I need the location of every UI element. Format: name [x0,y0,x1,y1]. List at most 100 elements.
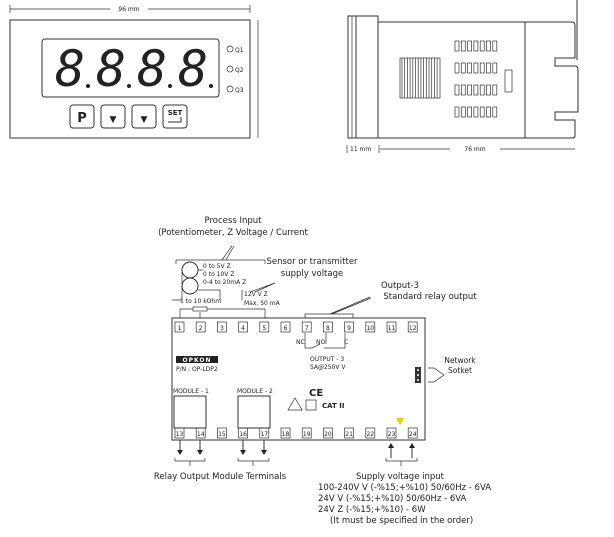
potentiometer-label: 1 to 10 kOhm [180,298,221,305]
svg-text:14: 14 [197,431,205,438]
terminal [386,427,397,439]
display-window [41,38,220,98]
svg-text:19: 19 [303,431,311,438]
terminal [344,427,354,439]
display-digit: 8 [137,40,167,98]
network-subtitle: Sotket [448,366,472,375]
terminal [280,427,291,439]
decimal-point [168,84,172,88]
potentiometer-icon [192,306,208,312]
svg-text:10: 10 [366,325,374,332]
svg-text:7: 7 [305,325,309,332]
terminal [280,321,291,333]
svg-text:6: 6 [284,325,288,332]
terminal [344,321,354,333]
decimal-point [86,84,90,88]
led-label: Q1 [235,47,244,54]
terminal [217,427,227,439]
input-range: 0 to 5V Z [203,263,231,270]
network-title: Network [444,356,476,365]
double-insulation-icon [305,399,317,411]
contact-c: C [344,339,348,346]
supply-title: Supply voltage input [356,472,445,482]
svg-text:18: 18 [282,431,290,438]
svg-text:17: 17 [260,431,268,438]
decimal-point [209,84,213,88]
svg-text:22: 22 [366,431,374,438]
svg-text:16: 16 [239,431,247,438]
part-number: P/N : OP-LDP2 [176,366,218,373]
warning-icon [287,397,303,411]
wiring-diagram: Process Input (Potentiometer, Z Voltage … [154,216,491,526]
output3-label: OUTPUT - 3 [310,356,344,363]
svg-text:SET: SET [168,109,183,117]
output3-title: Output-3 [381,281,419,291]
svg-text:4: 4 [241,325,245,332]
terminal [407,321,418,333]
svg-text:5: 5 [262,325,266,332]
input-range: 0-4 to 20mA Z [203,279,246,286]
sensor-subtitle: supply voltage [281,269,343,279]
supply-note: (It must be specified in the order) [330,516,473,526]
brand-logo [176,356,218,363]
svg-text:1: 1 [178,325,182,332]
svg-text:8: 8 [326,325,330,332]
svg-text:2: 2 [199,325,203,332]
sensor-title: Sensor or transmitter [266,257,358,267]
cat-rating: CAT II [322,402,344,410]
led-icon [226,85,234,93]
led-label: Q2 [235,67,244,74]
process-input-title: Process Input [205,216,263,226]
module-1 [173,395,207,429]
svg-text:13: 13 [176,431,184,438]
front-depth-dimension: 11 mm [350,146,371,153]
svg-text:24: 24 [409,431,417,438]
svg-text:9: 9 [347,325,351,332]
decimal-point [127,84,131,88]
relay-terminals-label: Relay Output Module Terminals [154,472,287,482]
body-depth-dimension: 76 mm [464,146,485,153]
output3-subtitle: Standard relay output [383,292,477,302]
svg-text:21: 21 [345,431,353,438]
brand-text: OPKON [183,357,212,364]
terminal [301,427,312,439]
width-dimension: 96 mm [118,6,139,13]
front-button-2[interactable]: ▼ [131,104,157,129]
svg-text:12: 12 [409,325,417,332]
svg-text:3: 3 [220,325,224,332]
svg-text:20: 20 [324,431,332,438]
terminal [174,321,185,333]
contact-no: NO [316,339,325,346]
sensor-voltage: 12V V Z [244,291,268,298]
side-view: 11 mm 76 mm [346,0,579,153]
front-button-0[interactable]: P [69,104,95,129]
contact-nc: NC [296,339,305,346]
output3-rating: 5A@250V V [310,364,346,371]
supply-line: 24V Z (-%15;+%10) - 6W [318,505,426,515]
terminal [217,321,227,333]
module-1-label: MODULE - 1 [173,388,209,395]
terminal [301,321,312,333]
front-button-1[interactable]: ▼ [100,104,126,129]
process-input-subtitle: (Potentiometer, Z Voltage / Current [158,228,308,238]
vent-grille [399,57,441,99]
terminal [365,321,376,333]
svg-text:11: 11 [388,325,396,332]
ce-mark: CE [309,388,323,399]
supply-line: 24V V (-%15;+%10) 50/60Hz - 6VA [318,494,467,504]
svg-text:15: 15 [218,431,226,438]
module-2 [237,395,271,429]
led-icon [226,45,234,53]
terminal [323,427,333,439]
display-digit: 8 [96,40,126,98]
svg-text:P: P [77,111,87,126]
front-button-3[interactable]: SET [162,104,188,129]
terminal [386,321,397,333]
terminal [365,427,376,439]
sensor-current: Max. 50 mA [244,300,281,307]
terminal [407,427,418,439]
terminal [323,321,333,333]
front-panel [9,19,251,139]
